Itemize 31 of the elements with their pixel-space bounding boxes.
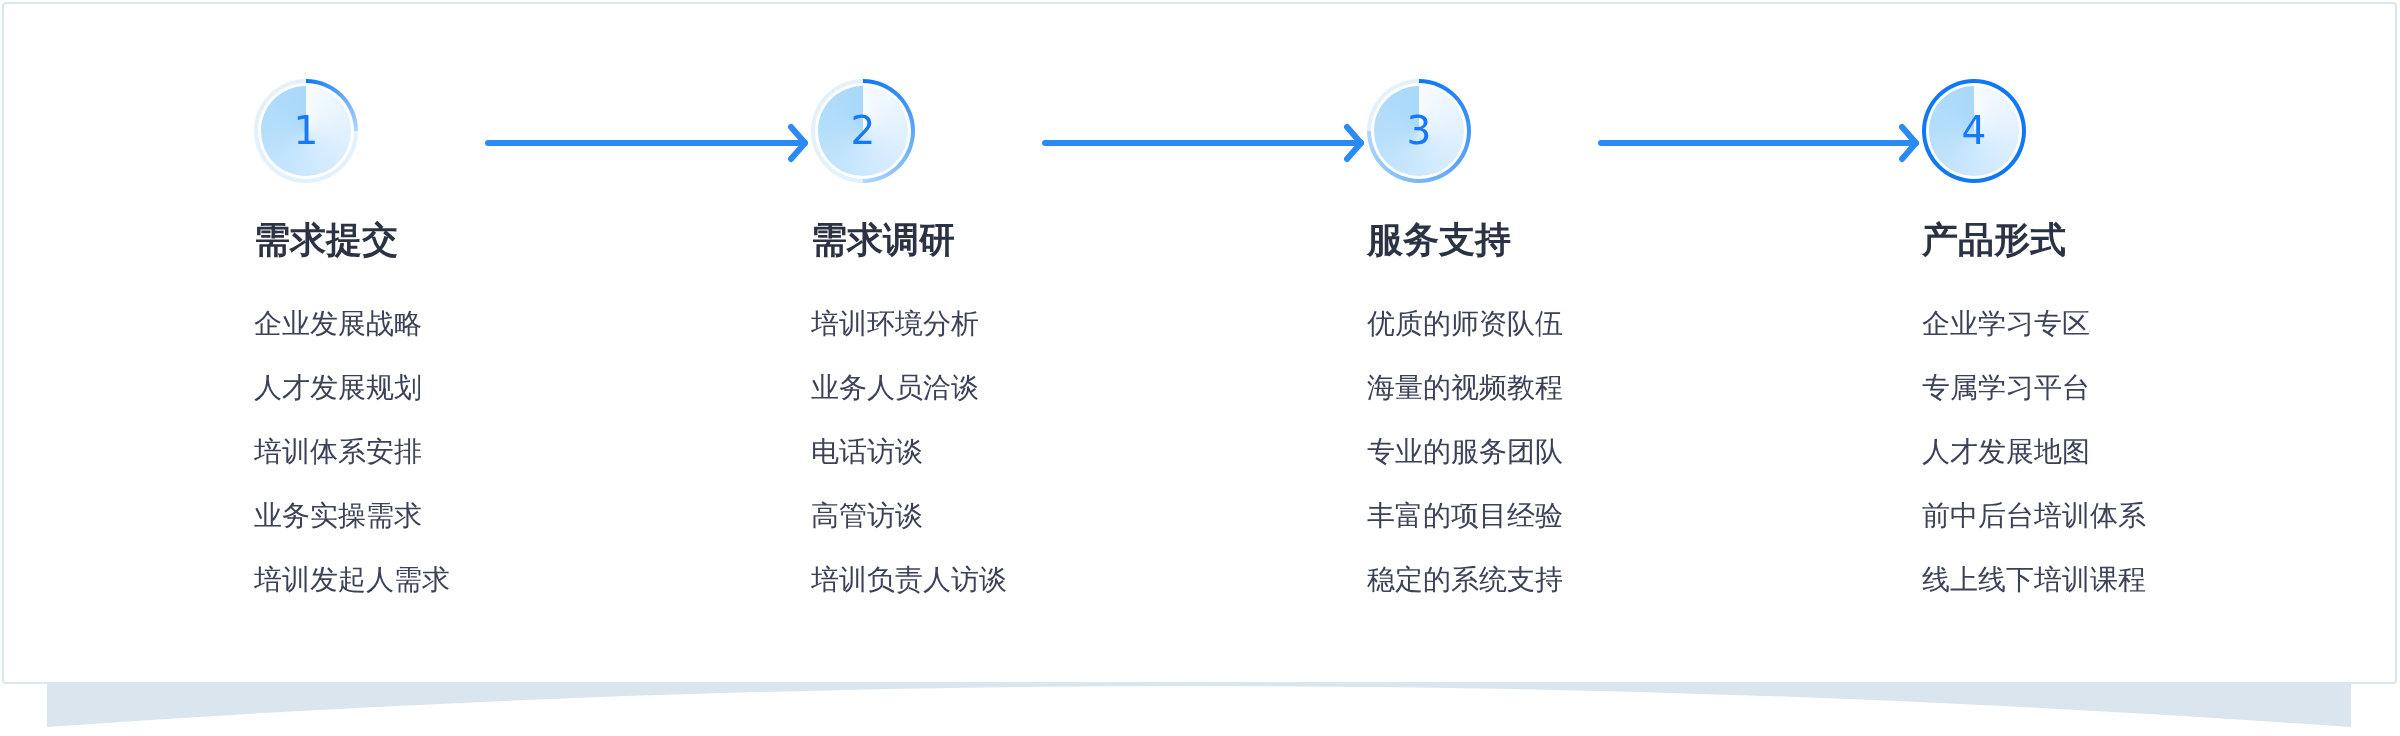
step-item: 电话访谈 [811,435,923,469]
arrow [1042,124,1364,162]
step-item: 丰富的项目经验 [1367,499,1563,533]
step-item: 专业的服务团队 [1367,435,1563,469]
step-item: 培训环境分析 [811,307,979,341]
step-item: 专属学习平台 [1922,371,2090,405]
step-title: 需求提交 [254,219,398,261]
step-item: 培训发起人需求 [254,563,450,597]
step-item: 前中后台培训体系 [1922,499,2146,533]
step-number: 4 [1961,111,1987,151]
step-item: 海量的视频教程 [1367,371,1563,405]
step-number: 3 [1406,111,1432,151]
step-item: 企业发展战略 [254,307,422,341]
step-number: 1 [293,111,319,151]
step-item: 培训负责人访谈 [811,563,1007,597]
arrow [1598,124,1919,162]
step-item: 线上线下培训课程 [1922,563,2146,597]
step-title: 服务支持 [1367,219,1511,261]
step-item: 企业学习专区 [1922,307,2090,341]
step-item: 人才发展规划 [254,371,422,405]
step-item: 培训体系安排 [254,435,422,469]
step-number: 2 [850,111,876,151]
step-item: 人才发展地图 [1922,435,2090,469]
step-title: 需求调研 [811,219,955,261]
step-title: 产品形式 [1922,219,2066,261]
arrow [485,124,808,162]
step-item: 业务实操需求 [254,499,422,533]
step-item: 高管访谈 [811,499,923,533]
step-item: 业务人员洽谈 [811,371,979,405]
step-item: 稳定的系统支持 [1367,563,1563,597]
step-item: 优质的师资队伍 [1367,307,1563,341]
